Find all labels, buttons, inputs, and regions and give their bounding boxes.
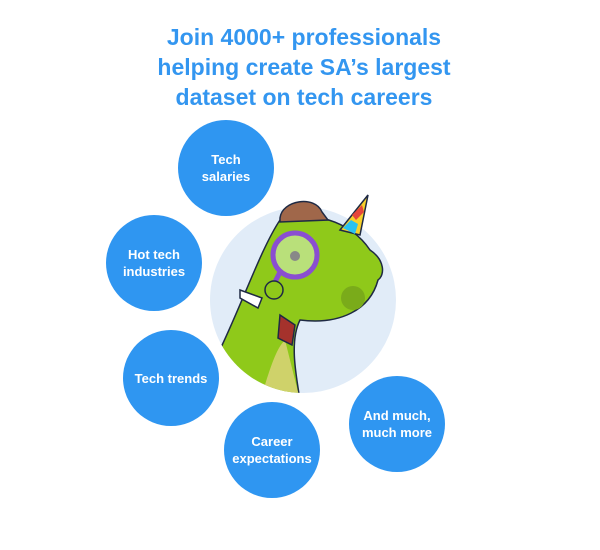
headline-line: helping create SA’s largest (157, 54, 451, 80)
feature-hot-tech-industries: Hot tech industries (106, 215, 202, 311)
headline-line: Join 4000+ professionals (166, 24, 442, 50)
feature-label: much more (361, 425, 433, 440)
headline-line: dataset on tech careers (175, 84, 433, 110)
detective-hat-icon (279, 200, 330, 223)
feature-label: salaries (201, 169, 251, 184)
feature-tech-salaries: Tech salaries (178, 120, 274, 216)
feature-label: Hot tech (128, 247, 180, 262)
feature-label: And much, (363, 408, 431, 423)
feature-label: expectations (232, 451, 312, 466)
feature-label: Career (251, 434, 293, 449)
feature-label: Tech trends (134, 370, 208, 386)
unicorn-detective-mascot-illustration (214, 194, 384, 393)
headline: Join 4000+ professionals helping create … (0, 22, 600, 112)
feature-label: industries (122, 264, 186, 279)
feature-and-much-more: And much, much more (349, 376, 445, 472)
feature-career-expectations: Career expectations (224, 402, 320, 498)
feature-label: Tech (211, 152, 241, 167)
feature-tech-trends: Tech trends (123, 330, 219, 426)
